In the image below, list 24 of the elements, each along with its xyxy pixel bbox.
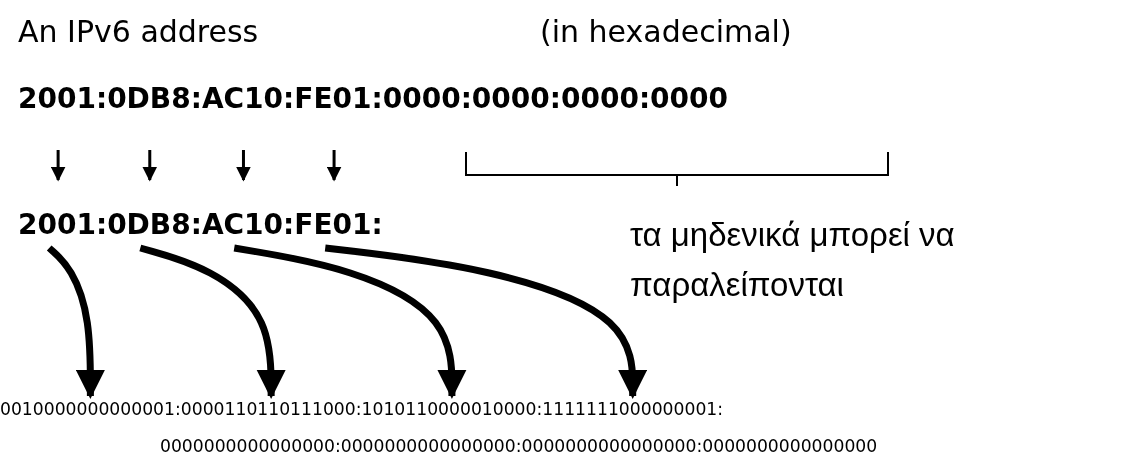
subtitle-text: (in hexadecimal) [540,14,792,50]
address-group: 0010000000000001: [0,398,181,420]
address-group: 0DB8: [107,82,202,116]
address-group: 0000110110111000: [180,398,362,420]
arrow [235,150,251,182]
address-group: AC10: [201,208,295,242]
arrow [326,150,342,182]
binary-text: 0000000000000000:0000000000000000:0000000000000000:0000000000000000 [160,436,878,457]
title-text: An IPv6 address [18,14,259,50]
address-group: 2001: [18,208,108,242]
address-group: 0000:0000:0000:0000 [382,82,728,116]
address-group: 0DB8: [107,208,202,242]
arrow [324,244,648,399]
arrow [139,244,286,399]
address-group: AC10: [201,82,295,116]
address-group: 1010110000010000: [361,398,543,420]
arrow [50,150,66,182]
arrow [233,244,467,399]
address-group: FE01: [294,208,383,242]
address-group: FE01: [294,82,383,116]
address-group: 1111111000000001: [542,398,724,420]
address-group: 2001: [18,82,108,116]
arrow [46,245,106,399]
arrow [142,150,158,182]
